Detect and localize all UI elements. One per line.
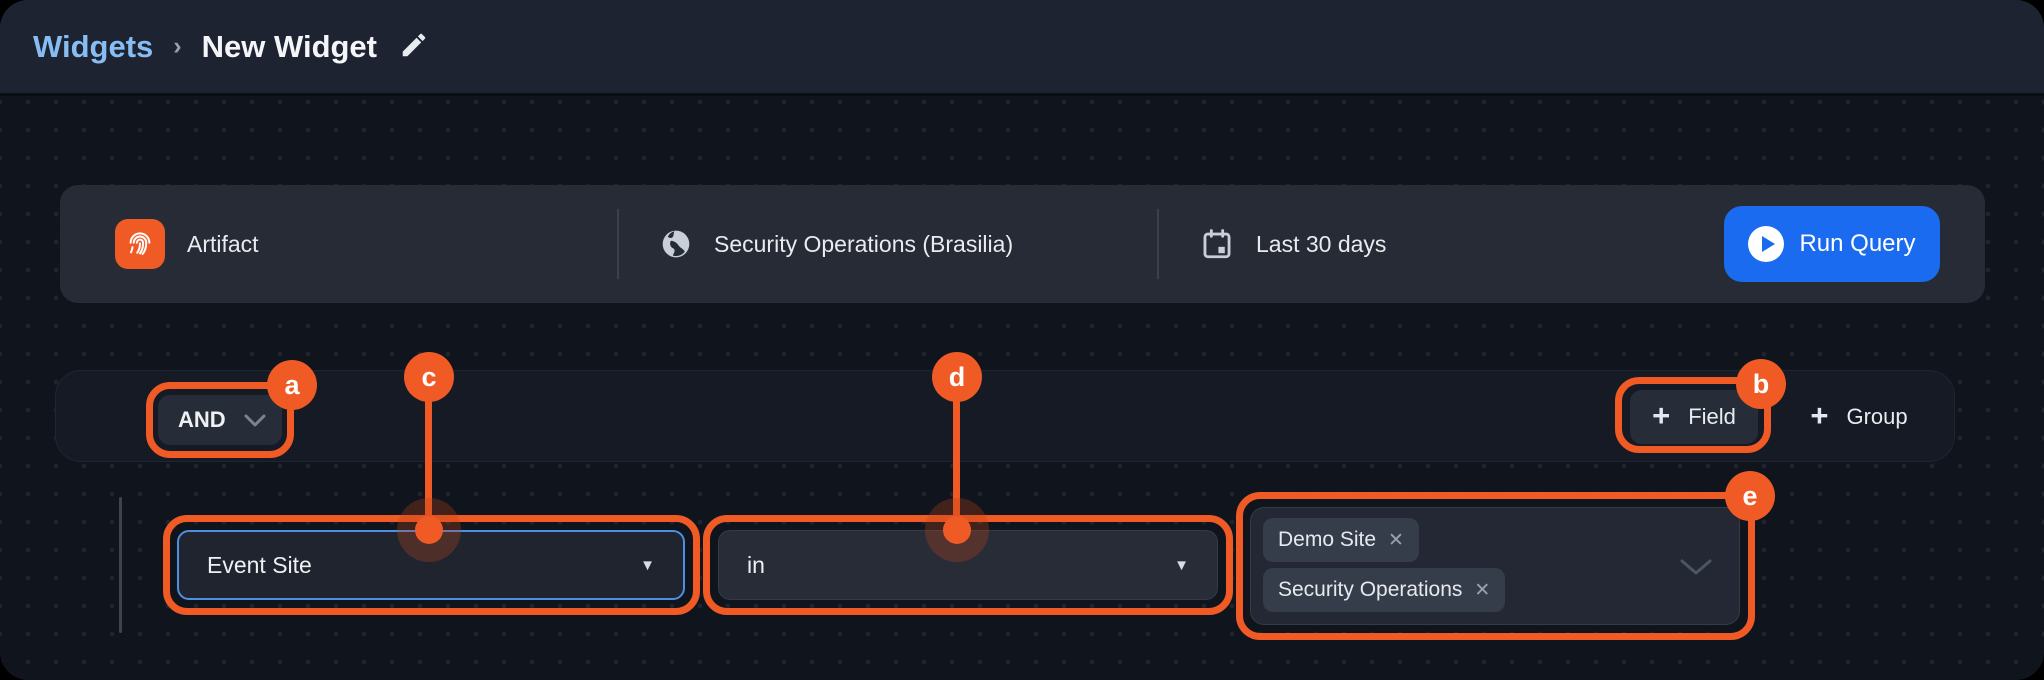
values-multiselect[interactable]: Demo Site ✕ Security Operations ✕ <box>1250 507 1740 625</box>
field-select-value: Event Site <box>207 551 312 578</box>
site-label: Security Operations (Brasilia) <box>714 230 1014 257</box>
value-chip-label: Security Operations <box>1278 578 1463 601</box>
toolbar-divider <box>1157 209 1159 279</box>
breadcrumb-separator-icon: › <box>173 32 182 60</box>
artifact-fingerprint-icon <box>115 219 165 269</box>
pencil-icon <box>399 30 429 63</box>
calendar-icon <box>1200 227 1234 261</box>
header: Widgets › New Widget <box>0 0 2044 96</box>
chevron-down-icon <box>244 414 266 427</box>
add-field-label: Field <box>1688 404 1736 429</box>
play-icon <box>1748 226 1785 262</box>
globe-icon <box>660 228 692 260</box>
value-chip: Security Operations ✕ <box>1263 568 1506 612</box>
plus-icon: + <box>1652 398 1671 433</box>
query-group-panel: AND + Field + Group <box>55 370 1955 462</box>
add-group-label: Group <box>1846 404 1908 429</box>
value-chip-label: Demo Site <box>1278 528 1377 551</box>
site-selector[interactable]: Security Operations (Brasilia) <box>660 185 1013 303</box>
group-operator-label: AND <box>178 407 226 432</box>
caret-down-icon: ▼ <box>1174 556 1189 574</box>
page-title: New Widget <box>201 28 377 64</box>
date-range-label: Last 30 days <box>1256 230 1387 257</box>
field-select[interactable]: Event Site ▼ <box>177 530 685 600</box>
edit-title-button[interactable] <box>399 30 429 63</box>
plus-icon: + <box>1810 398 1829 433</box>
comparator-select-value: in <box>747 551 765 578</box>
datasource-label: Artifact <box>187 230 259 257</box>
run-query-label: Run Query <box>1799 230 1916 257</box>
datasource-selector[interactable]: Artifact <box>115 185 259 303</box>
run-query-button[interactable]: Run Query <box>1724 206 1940 282</box>
date-range-selector[interactable]: Last 30 days <box>1200 185 1386 303</box>
chevron-down-icon <box>1679 558 1713 581</box>
group-operator-dropdown[interactable]: AND <box>158 395 282 445</box>
breadcrumb-widgets-link[interactable]: Widgets <box>33 28 154 64</box>
comparator-select[interactable]: in ▼ <box>718 530 1218 600</box>
group-indent-line <box>119 497 122 633</box>
query-toolbar: Artifact Security Operations (Brasilia) <box>60 185 1985 303</box>
remove-value-icon[interactable]: ✕ <box>1474 579 1491 601</box>
caret-down-icon: ▼ <box>640 556 655 574</box>
add-field-button[interactable]: + Field <box>1630 390 1758 444</box>
value-chip: Demo Site ✕ <box>1263 518 1419 562</box>
remove-value-icon[interactable]: ✕ <box>1388 529 1404 551</box>
add-group-button[interactable]: + Group <box>1793 390 1925 444</box>
toolbar-divider <box>617 209 619 279</box>
